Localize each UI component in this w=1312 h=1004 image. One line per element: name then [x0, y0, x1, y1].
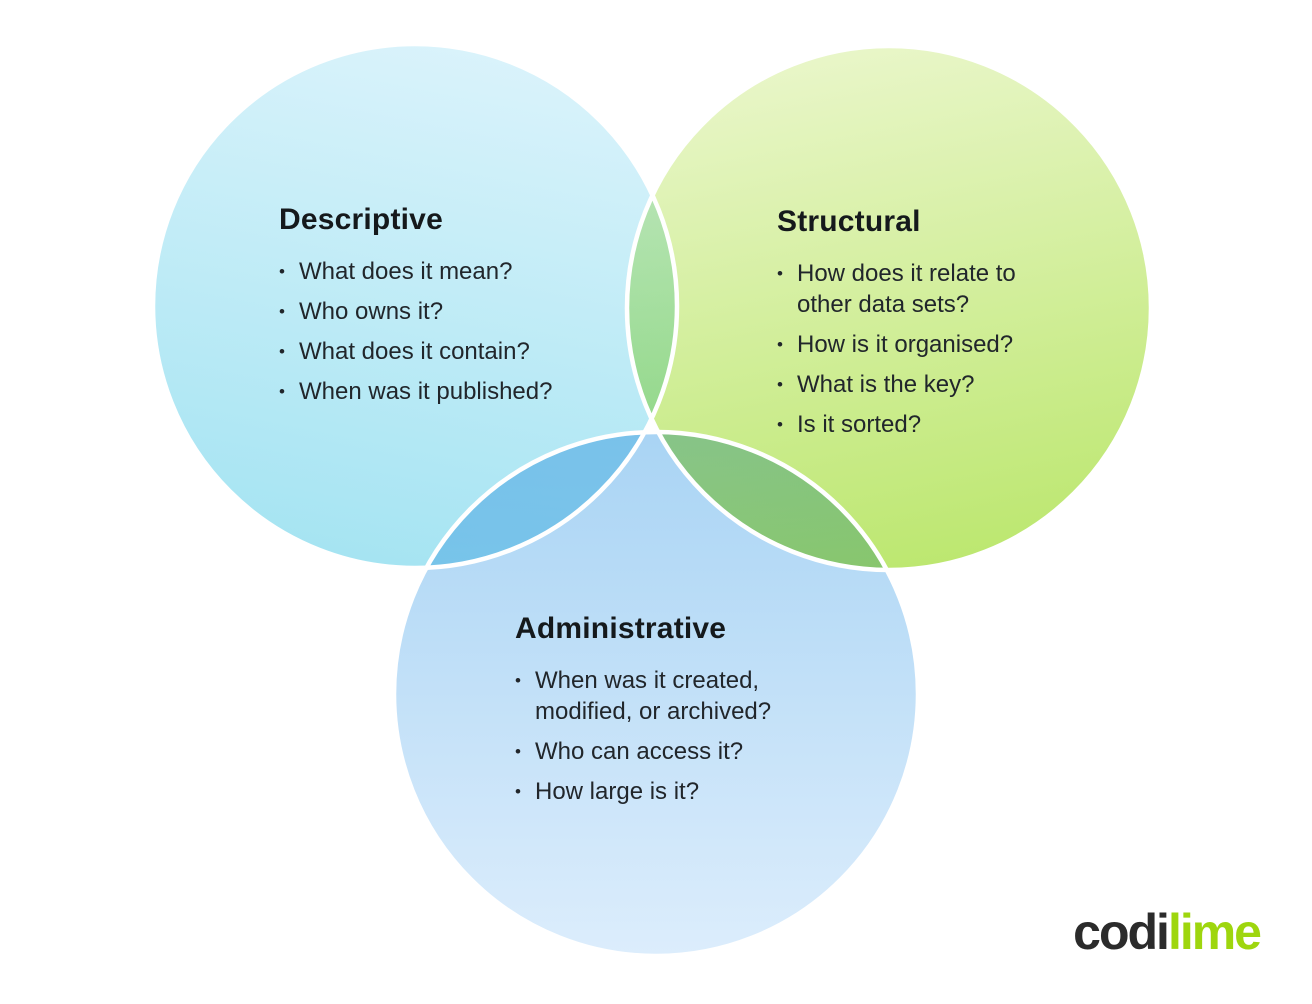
list-item-text: Is it sorted?: [797, 411, 922, 438]
descriptive-title: Descriptive: [279, 203, 443, 236]
administrative-title: Administrative: [515, 612, 727, 645]
bullet-icon: •: [777, 415, 783, 434]
codilime-logo: codilime: [1073, 904, 1262, 960]
list-item-text: When was it published?: [299, 378, 553, 405]
bullet-icon: •: [777, 335, 783, 354]
structural-section: Structural • How does it relate to other…: [777, 203, 1053, 449]
list-item: • How does it relate to other data sets?: [777, 258, 1053, 320]
bullet-icon: •: [515, 671, 521, 690]
administrative-section: Administrative • When was it created, mo…: [515, 610, 815, 816]
list-item: • What is the key?: [777, 369, 1053, 400]
bullet-icon: •: [777, 375, 783, 394]
list-item: • What does it contain?: [279, 336, 599, 367]
list-item-text: What does it contain?: [299, 338, 530, 365]
list-item-text: Who owns it?: [299, 298, 444, 325]
list-item: • When was it published?: [279, 376, 599, 407]
list-item-text: How is it organised?: [797, 331, 1014, 358]
bullet-icon: •: [777, 264, 783, 283]
circle-descriptive-outline: [150, 41, 680, 571]
circle-descriptive: [153, 44, 677, 568]
list-item-text: What is the key?: [797, 371, 975, 398]
bullet-icon: •: [515, 742, 521, 761]
bullet-icon: •: [279, 342, 285, 361]
list-item-text: When was it created, modified, or archiv…: [535, 667, 772, 725]
list-item: • How is it organised?: [777, 329, 1053, 360]
descriptive-section: Descriptive • What does it mean? • Who o…: [279, 201, 599, 416]
logo-text-lime: lime: [1167, 904, 1262, 960]
bullet-icon: •: [279, 262, 285, 281]
bullet-icon: •: [279, 382, 285, 401]
structural-list: • How does it relate to other data sets?…: [777, 258, 1053, 440]
structural-title: Structural: [777, 205, 921, 238]
list-item: • Is it sorted?: [777, 409, 1053, 440]
list-item: • Who can access it?: [515, 736, 815, 767]
list-item-text: How large is it?: [535, 778, 700, 805]
circle-structural: [627, 46, 1151, 570]
list-item-text: What does it mean?: [299, 258, 513, 285]
circle-administrative: [394, 432, 918, 956]
list-item: • When was it created, modified, or arch…: [515, 665, 815, 727]
bullet-icon: •: [279, 302, 285, 321]
circle-administrative-outline: [391, 429, 921, 959]
logo-text-codi: codi: [1073, 904, 1170, 960]
list-item-text: How does it relate to other data sets?: [797, 260, 1016, 318]
list-item: • How large is it?: [515, 776, 815, 807]
list-item-text: Who can access it?: [535, 738, 744, 765]
list-item: • Who owns it?: [279, 296, 599, 327]
descriptive-list: • What does it mean? • Who owns it? • Wh…: [279, 256, 599, 407]
bullet-icon: •: [515, 782, 521, 801]
list-item: • What does it mean?: [279, 256, 599, 287]
administrative-list: • When was it created, modified, or arch…: [515, 665, 815, 807]
